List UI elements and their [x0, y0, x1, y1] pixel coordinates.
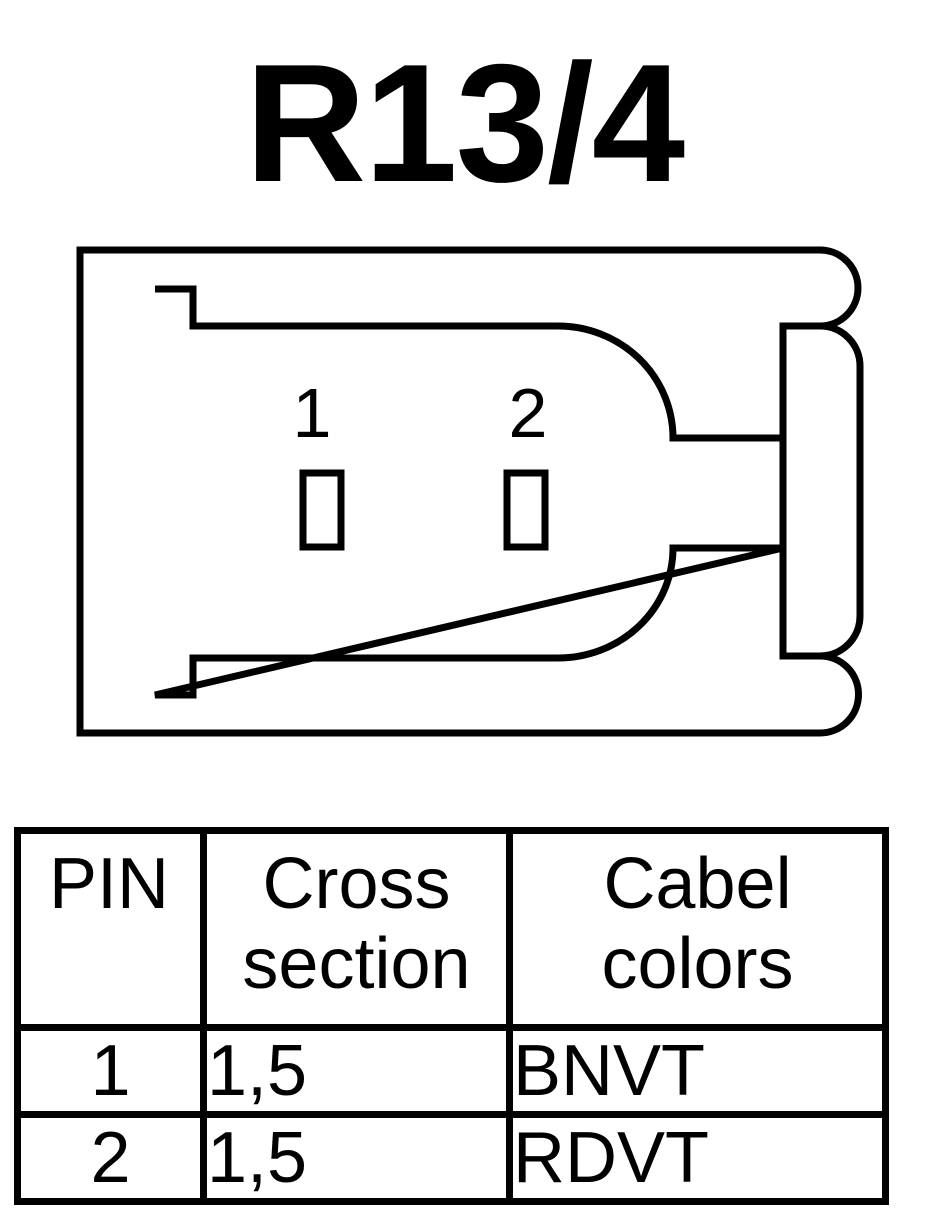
header-cable-colors-line2: colors [601, 924, 794, 1004]
pin-2-label: 2 [509, 374, 548, 452]
pin-1-label: 1 [293, 374, 332, 452]
table-row: 2 1,5 RDVT [14, 1111, 889, 1205]
cell-cross-section: 1,5 [200, 1024, 513, 1118]
header-cross-section: Cross section [200, 827, 513, 1031]
socket-cavity [154, 285, 784, 699]
cell-cable-color: RDVT [506, 1111, 889, 1205]
header-pin: PIN [14, 827, 207, 1031]
table-header-row: PIN Cross section Cabel colors [14, 827, 889, 1031]
connector-title: R13/4 [244, 29, 685, 217]
cell-cross-section: 1,5 [200, 1111, 513, 1205]
connector-housing-outline [76, 246, 864, 737]
connector-diagram: 1 2 [76, 246, 864, 737]
table-row: 1 1,5 BNVT [14, 1024, 889, 1118]
pin-1-contact [299, 469, 345, 551]
cell-pin: 1 [14, 1024, 207, 1118]
cell-pin: 2 [14, 1111, 207, 1205]
header-cable-colors: Cabel colors [506, 827, 889, 1031]
pin-table: PIN Cross section Cabel colors 1 1,5 BNV… [14, 827, 889, 1205]
pin-2-contact [503, 469, 549, 551]
header-cross-section-line2: section [242, 924, 471, 1004]
header-cable-colors-line1: Cabel [603, 844, 792, 924]
header-cross-section-line1: Cross [262, 844, 451, 924]
latch-tab [779, 322, 820, 660]
cell-cable-color: BNVT [506, 1024, 889, 1118]
